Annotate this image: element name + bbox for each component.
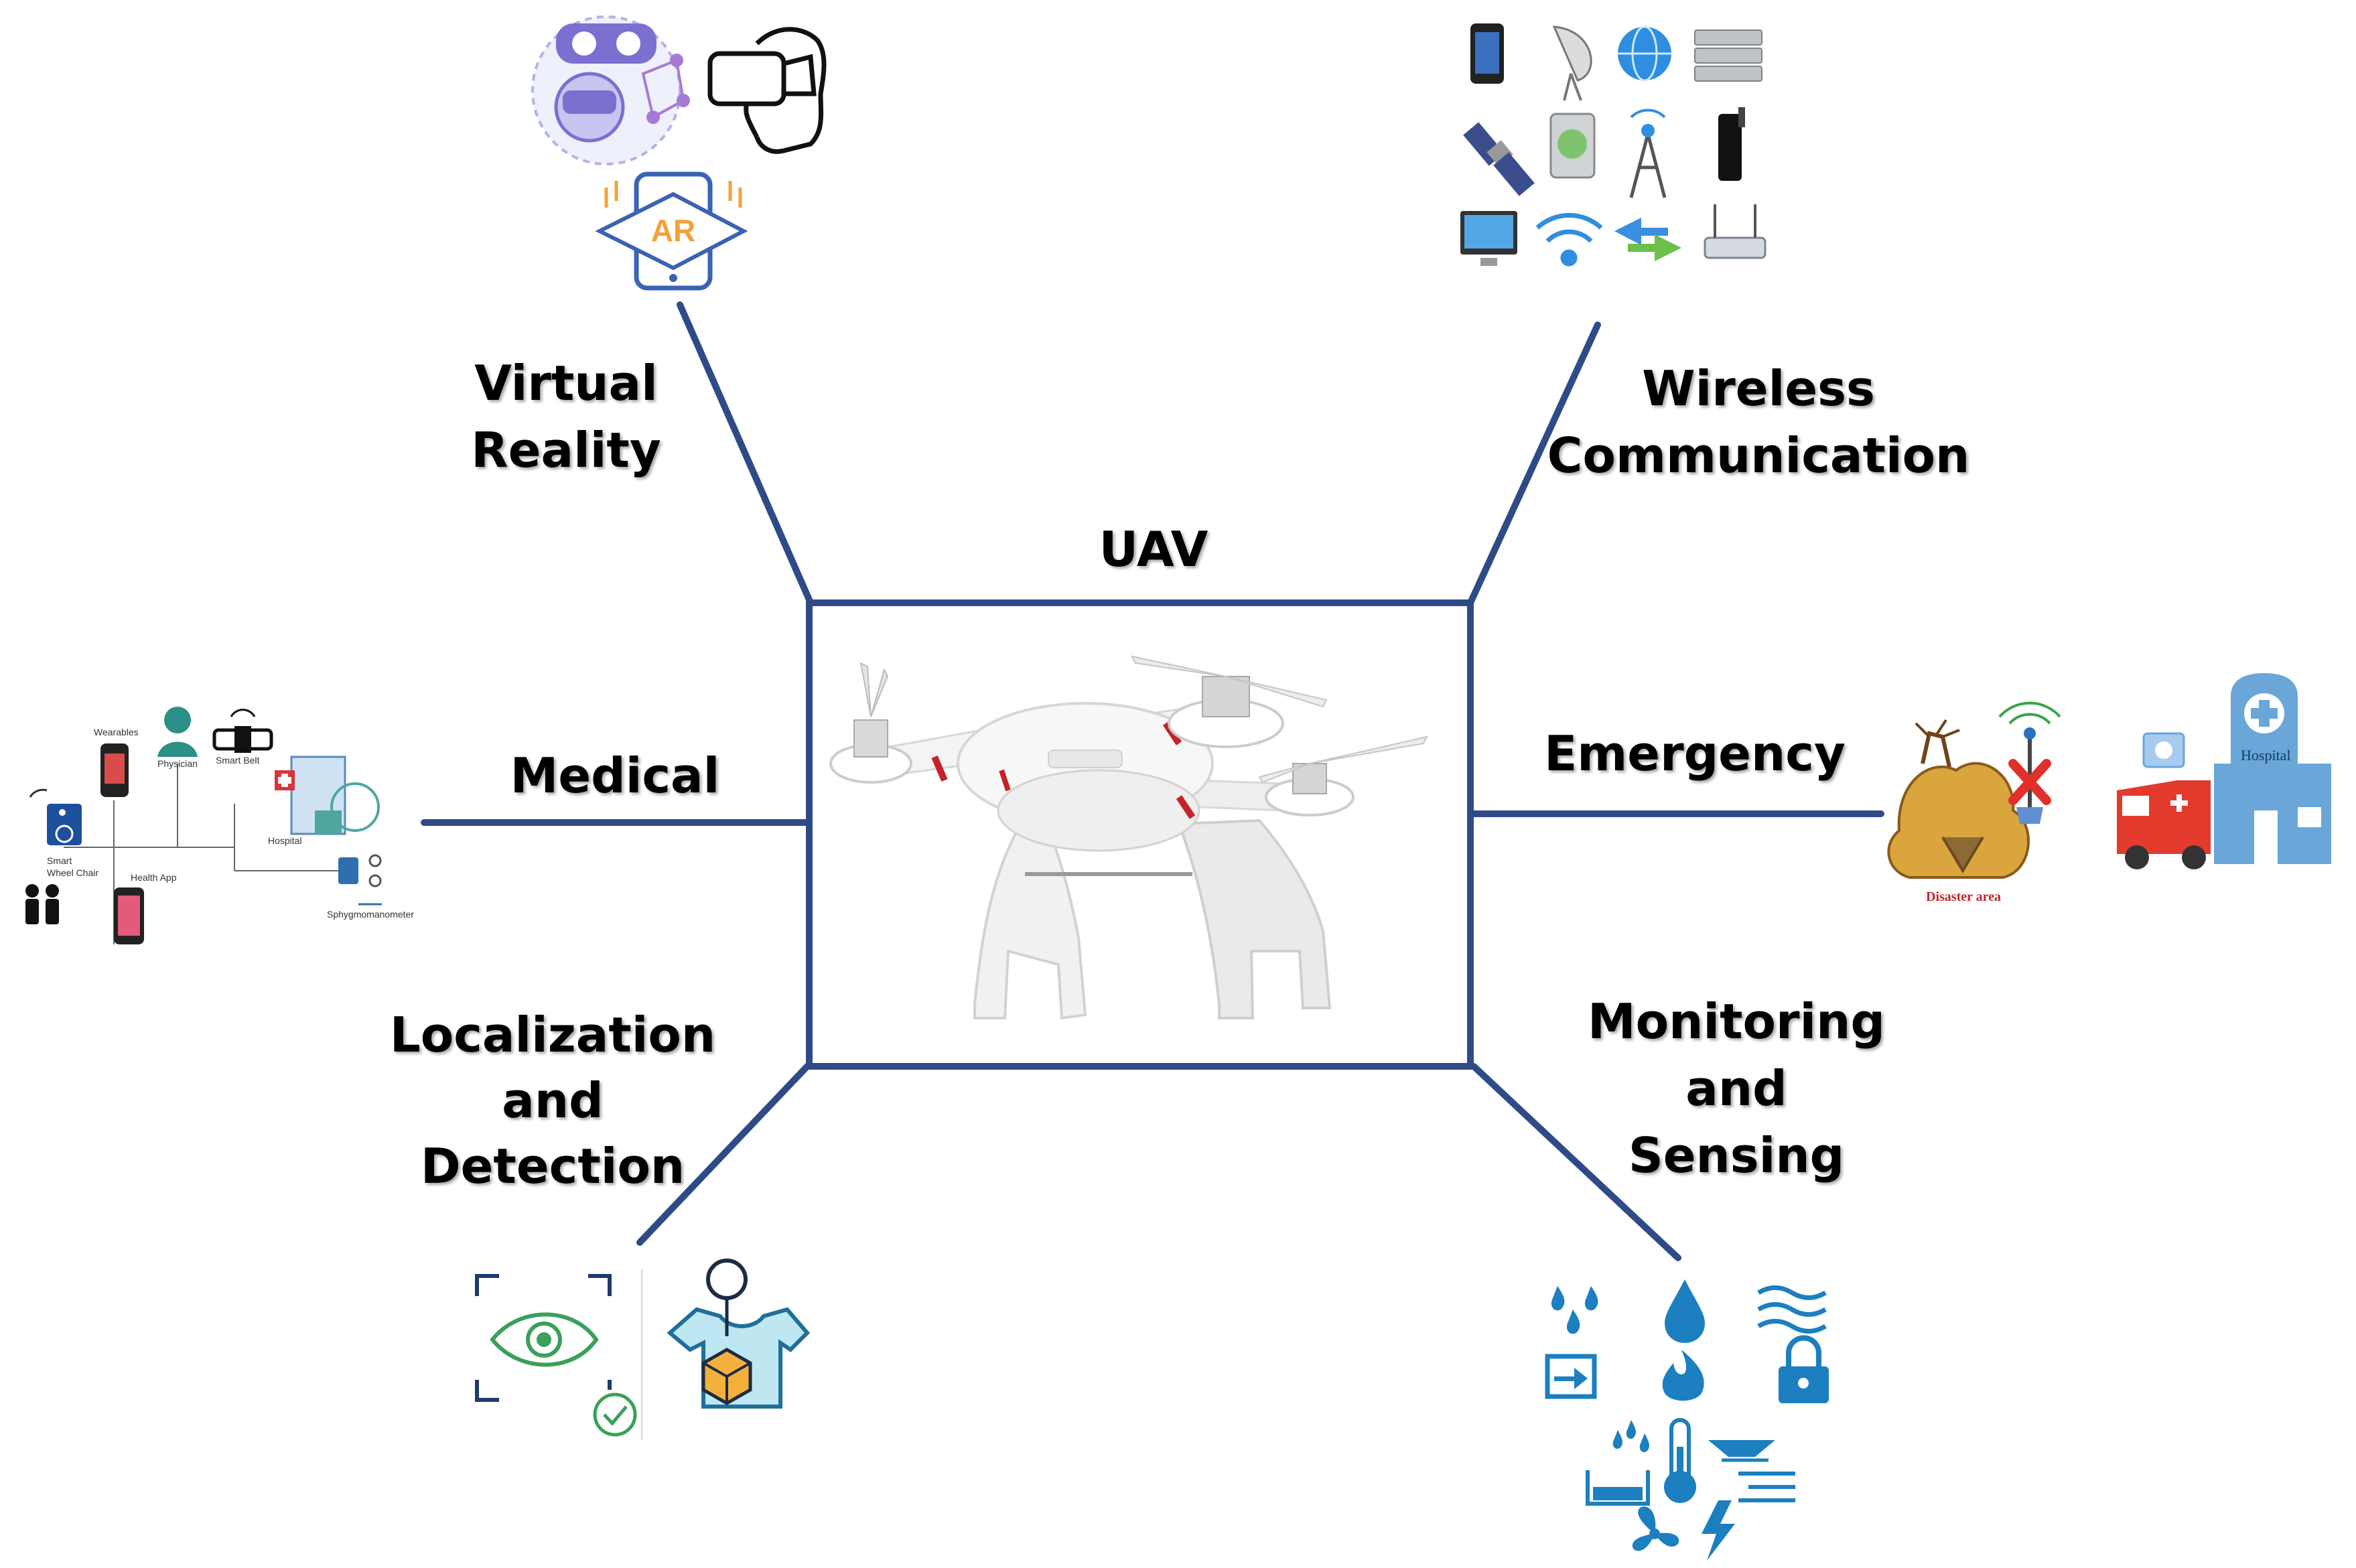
wheelchair-icon: Smart Wheel Chair [29,788,98,878]
sphygmomanometer-icon: Sphygmomanometer [327,854,414,920]
wearables-label: Wearables [94,727,139,737]
uav-title: UAV [1099,521,1208,577]
people-icon [25,884,59,924]
medical-icon-cluster: Smart Wheel Chair Wearables Physician Sm… [25,707,414,944]
label-wireless-communication: Wireless Communication [1547,360,1970,484]
dish-sensor-icon [1708,1440,1775,1462]
label-monitoring-line1: Monitoring [1588,993,1885,1050]
ambulance-icon [2117,732,2211,869]
server-rack-icon [1694,29,1762,82]
satellite-icon [1463,122,1535,196]
label-wireless-line2: Communication [1547,427,1970,484]
label-virtual-reality-line2: Reality [471,422,661,478]
wireless-icon-grid [1460,23,1766,267]
connector-wireless [1467,322,1601,606]
label-wireless-line1: Wireless [1642,360,1875,417]
fire-icon [1662,1350,1704,1401]
satellite-dish-icon [1552,25,1592,101]
fan-icon [1632,1506,1679,1551]
vr-head-goggles-icon [707,27,827,154]
label-medical: Medical [510,747,720,804]
uav-frame [806,599,1474,1070]
ar-label: AR [651,213,695,248]
sphygmomanometer-label: Sphygmomanometer [327,909,414,920]
vr-headset-person-icon [531,15,690,165]
check-circle-icon [593,1393,637,1437]
label-virtual-reality-line1: Virtual [474,355,658,411]
container-level-icon [1586,1470,1650,1506]
health-app-phone-icon: Health App [114,872,177,944]
eye-scan-icon [475,1274,612,1402]
thermometer-icon [1664,1418,1696,1503]
waves-icon [1757,1285,1827,1334]
hospital-label: Hospital [268,835,302,846]
label-emergency: Emergency [1544,725,1846,782]
wearable-watch-icon: Wearables [94,727,139,797]
humidity-icon [1612,1420,1649,1453]
broken-antenna-icon [1998,701,2061,824]
connector-monitoring [1470,1063,1681,1261]
physician-icon: Physician [157,707,198,769]
ar-phone-icon: AR [595,171,748,291]
globe-icon [1618,25,1671,82]
wheelchair-label-line2: Wheel Chair [47,867,98,878]
label-localization-detection: Localization and Detection [390,1007,715,1194]
package-tracking-icon [667,1259,811,1409]
label-virtual-reality: Virtual Reality [471,355,661,478]
disaster-area-label: Disaster area [1926,889,2001,904]
label-localization-line1: Localization [390,1007,715,1063]
wifi-icon [1535,213,1603,267]
water-drop-icon [1665,1279,1705,1343]
hard-drive-icon [1549,113,1596,179]
label-localization-line3: Detection [421,1138,685,1194]
localization-icon-cluster [475,1259,811,1440]
label-monitoring-sensing: Monitoring and Sensing [1588,993,1885,1184]
usb-modem-icon [1718,107,1745,181]
smart-belt-label: Smart Belt [216,755,259,766]
label-monitoring-line2: and [1685,1060,1787,1117]
health-app-label: Health App [131,872,177,883]
emergency-icon-cluster: Disaster area Hospital [1887,673,2331,904]
physician-label: Physician [157,758,198,769]
monitor-icon [1460,211,1517,266]
rain-drops-icon [1551,1286,1598,1334]
label-monitoring-line3: Sensing [1629,1127,1844,1184]
hospital-sign-label: Hospital [2241,747,2291,764]
hospital-icon: Hospital [2214,673,2331,864]
connector-localization [636,1063,811,1246]
drone-image [829,655,1428,1020]
disaster-area-icon: Disaster area [1887,719,2030,904]
exchange-arrows-icon [1614,218,1681,261]
hospital-building-icon: Hospital [268,756,380,846]
wind-lines-icon [1738,1472,1795,1502]
monitoring-icon-cluster [1545,1279,1829,1561]
lightning-icon [1702,1500,1735,1561]
wheelchair-label-line1: Smart [47,855,72,866]
smartphone-icon [1470,23,1504,84]
vr-icon-cluster: AR [531,15,827,291]
door-entry-icon [1545,1354,1597,1399]
label-localization-line2: and [502,1072,603,1129]
lock-icon [1779,1335,1829,1403]
router-icon [1704,204,1766,259]
connector-lines [421,301,1884,1261]
smart-belt-icon: Smart Belt [212,709,273,766]
connector-virtual-reality [677,301,814,606]
cell-tower-icon [1629,109,1667,198]
